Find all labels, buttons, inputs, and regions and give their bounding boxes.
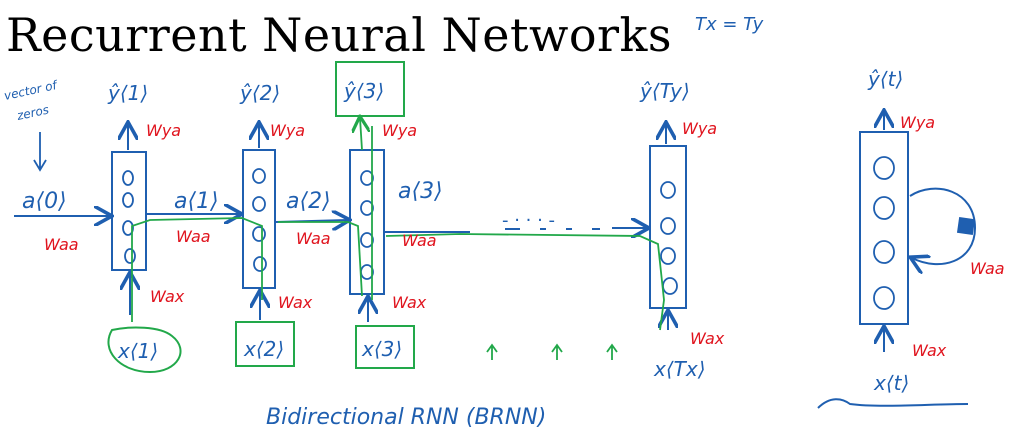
weight-waa-1: Waa [44, 235, 79, 254]
input-box-x2 [235, 321, 295, 367]
label-xTx: x⟨Tx⟩ [653, 357, 706, 381]
weight-wya-1: Wya [146, 121, 181, 140]
weight-waa-3: Waa [296, 229, 331, 248]
output-box-y3 [335, 61, 405, 117]
weight-waa-folded: Waa [970, 259, 1005, 278]
rnn-cell-ty [649, 145, 687, 309]
weight-waa-2: Waa [176, 227, 211, 246]
weight-wax-ty: Wax [690, 329, 725, 348]
label-y2: ŷ⟨2⟩ [239, 81, 280, 105]
ellipsis-dots: - · · · - [502, 210, 555, 231]
label-y3: ŷ⟨3⟩ [343, 79, 384, 103]
label-y1: ŷ⟨1⟩ [107, 81, 148, 105]
weight-wya-ty: Wya [682, 119, 717, 138]
label-x3: x⟨3⟩ [361, 337, 402, 361]
weight-wax-1: Wax [150, 287, 185, 306]
loop-delay-square [956, 216, 976, 236]
label-xt: x⟨t⟩ [873, 371, 909, 395]
label-a3: a⟨3⟩ [398, 179, 443, 204]
label-x1: x⟨1⟩ [117, 339, 158, 363]
green-small-arrows [486, 343, 618, 360]
label-a1: a⟨1⟩ [174, 189, 219, 214]
rnn-cell-1 [111, 151, 147, 271]
weight-wax-2: Wax [278, 293, 313, 312]
weight-wya-folded: Wya [900, 113, 935, 132]
note-vector-of-zeros: vector of zeros [3, 78, 60, 172]
weight-wya-2: Wya [270, 121, 305, 140]
label-yTy: ŷ⟨Ty⟩ [639, 79, 690, 103]
rnn-cell-3 [349, 149, 385, 295]
label-x2: x⟨2⟩ [243, 337, 284, 361]
label-a2: a⟨2⟩ [286, 189, 331, 214]
weight-wax-folded: Wax [912, 341, 947, 360]
weight-wax-3: Wax [392, 293, 427, 312]
weight-wya-3: Wya [382, 121, 417, 140]
recurrent-loop-arrow [910, 187, 977, 264]
slide-title: Recurrent Neural Networks [6, 8, 673, 62]
down-arrow-icon [33, 132, 47, 172]
activation-arrows [14, 214, 647, 232]
rnn-cell-folded [859, 131, 977, 325]
note-line-1: vector of [3, 78, 60, 103]
caption-brnn: Bidirectional RNN (BRNN) [266, 405, 546, 430]
weight-waa-4: Waa [402, 231, 437, 250]
note-tx-ty: Tx = Ty [695, 14, 764, 35]
green-highlight-paths [131, 118, 665, 331]
input-loop-x1 [107, 326, 182, 374]
label-a0: a⟨0⟩ [22, 189, 67, 214]
input-box-x3 [355, 325, 415, 369]
note-line-2: zeros [15, 103, 50, 124]
underline-squiggle [817, 398, 969, 409]
rnn-cell-2 [242, 149, 276, 289]
label-yt: ŷ⟨t⟩ [867, 67, 903, 91]
vertical-arrows [128, 112, 884, 352]
